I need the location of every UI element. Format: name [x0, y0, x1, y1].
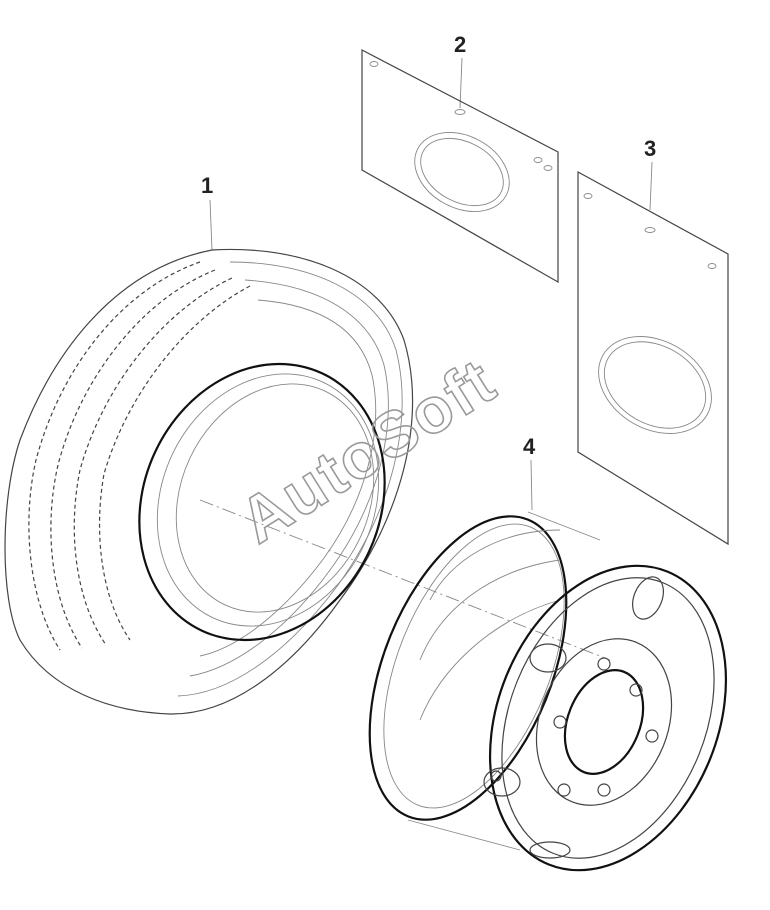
wheel-rim: [368, 511, 728, 872]
callout-3: 3: [644, 136, 656, 211]
svg-text:4: 4: [523, 434, 536, 459]
protective-cover-small: [361, 49, 559, 284]
callout-1: 1: [201, 173, 213, 251]
svg-text:1: 1: [201, 173, 213, 198]
callout-2: 2: [454, 32, 466, 109]
svg-text:3: 3: [644, 136, 656, 161]
callout-4: 4: [523, 434, 536, 511]
tire: [4, 248, 414, 715]
assembly-axis: [199, 499, 611, 661]
svg-text:2: 2: [454, 32, 466, 57]
watermark-text: AutoSoft: [227, 344, 508, 557]
protective-cover-large: [577, 170, 729, 546]
